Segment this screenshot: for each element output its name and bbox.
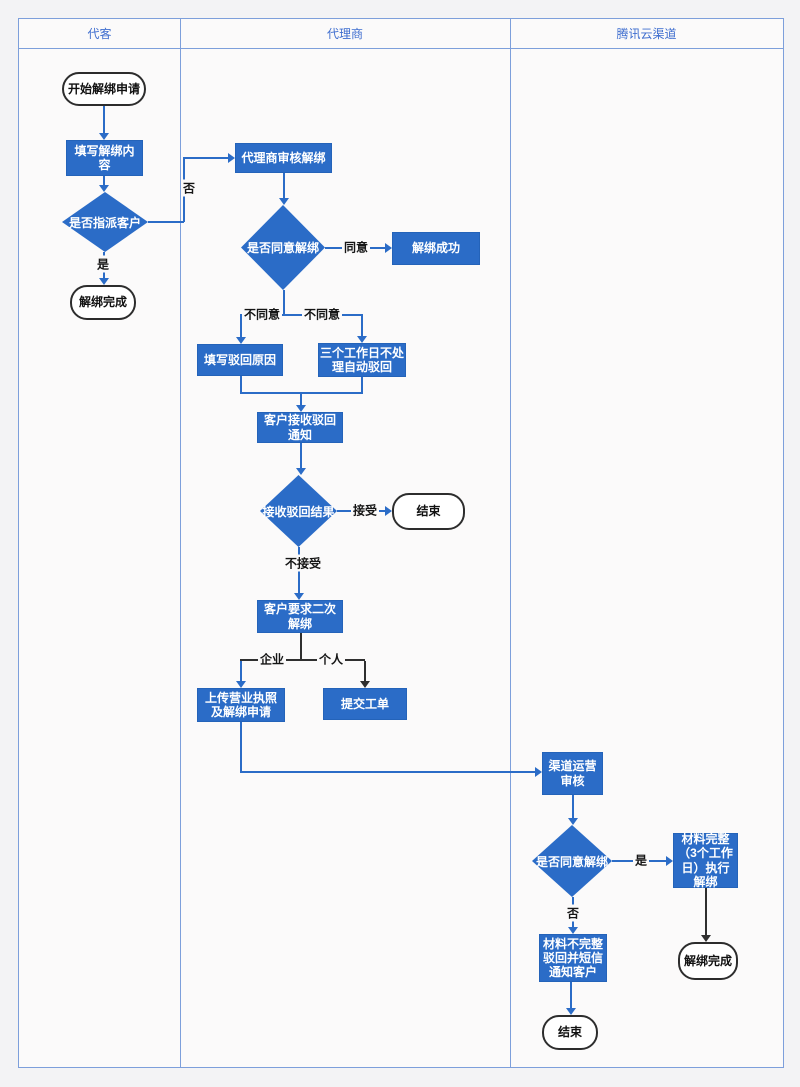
arrowhead [228,153,235,163]
arrowhead [296,405,306,412]
connector-segment [103,176,105,185]
node-reject-reason: 填写驳回原因 [197,344,283,376]
arrowhead [236,337,246,344]
connector-segment [148,221,184,223]
connector-segment [240,314,363,316]
edge-label-not-accept: 不接受 [282,554,324,572]
node-channel-review: 渠道运营 审核 [542,752,603,795]
node-unbind-success: 解绑成功 [392,232,480,265]
lane-header-row [19,19,783,49]
node-unbind-done-channel-lane: 解绑完成 [678,942,738,980]
connector-segment [240,661,242,681]
node-submit-ticket: 提交工单 [323,688,407,720]
edge-label-no-assign: 否 [180,179,198,197]
node-notify-reject: 客户接收驳回 通知 [257,412,343,443]
connector-segment [240,771,535,773]
connector-segment [361,314,363,336]
arrowhead [296,468,306,475]
connector-segment [361,377,363,394]
connector-segment [240,376,242,394]
node-fill-unbind-content: 填写解绑内 容 [66,140,143,176]
arrowhead [568,818,578,825]
arrowhead [279,198,289,205]
diamond-label: 是否同意解绑 [535,854,608,869]
edge-label-personal: 个人 [316,650,346,668]
node-assign-customer-decision: 是否指派客户 [62,192,148,252]
lane-header-tencent-channel: 腾讯云渠道 [616,27,677,41]
connector-segment [300,443,302,468]
arrowhead [385,506,392,516]
arrowhead [357,336,367,343]
swimlane-table: 代客 代理商 腾讯云渠道 [18,18,784,1068]
node-upload-license: 上传营业执照 及解绑申请 [197,688,285,722]
edge-label-no-channel: 否 [564,904,582,922]
edge-label-yes-channel: 是 [632,851,650,869]
edge-label-agree: 同意 [341,238,371,256]
diamond-label: 是否指派客户 [69,215,142,230]
arrowhead [294,593,304,600]
node-exec-unbind: 材料完整 （3个工作 日）执行 解绑 [673,832,738,889]
connector-segment [240,659,365,661]
arrowhead [535,767,542,777]
arrowhead [701,935,711,942]
arrowhead [568,927,578,934]
lane-header-agent: 代理商 [326,27,363,41]
node-agent-review: 代理商审核解绑 [235,143,332,173]
arrowhead [385,243,392,253]
node-second-unbind-request: 客户要求二次 解绑 [257,600,343,633]
arrowhead [99,278,109,285]
connector-segment [364,661,366,681]
diamond-label: 接收驳回结果 [262,504,335,519]
edge-label-disagree-left: 不同意 [241,305,283,323]
connector-segment [240,722,242,772]
arrowhead [236,681,246,688]
node-end-agent-lane: 结束 [392,493,465,530]
arrowhead [566,1008,576,1015]
node-agree-unbind-decision: 是否同意解绑 [241,205,325,290]
node-end-channel-lane: 结束 [542,1015,598,1050]
node-auto-reject: 三个工作日不处 理自动驳回 [318,343,406,377]
lane-header-customer: 代客 [87,27,112,41]
node-receive-result-decision: 接收驳回结果 [260,475,337,547]
edge-label-yes-assign: 是 [94,255,112,273]
connector-segment [283,290,285,315]
diamond-label: 是否同意解绑 [246,241,319,255]
connector-segment [300,633,302,660]
connector-segment [184,157,228,159]
node-start: 开始解绑申请 [62,72,146,106]
connector-segment [103,106,105,134]
node-incomplete-reject: 材料不完整 驳回并短信 通知客户 [539,934,607,982]
edge-label-enterprise: 企业 [257,650,287,668]
arrowhead [360,681,370,688]
connector-segment [283,173,285,198]
node-channel-agree-decision: 是否同意解绑 [532,825,612,897]
node-unbind-done-agent-lane: 解绑完成 [70,285,136,320]
connector-segment [240,314,242,337]
arrowhead [99,133,109,140]
edge-label-accept: 接受 [350,501,380,519]
connector-segment [300,392,302,405]
connector-segment [572,795,574,818]
edge-label-disagree-right: 不同意 [301,305,343,323]
lane-divider-1 [180,19,181,1067]
connector-segment [570,982,572,1008]
arrowhead [99,185,109,192]
lane-divider-2 [510,19,511,1067]
arrowhead [666,856,673,866]
connector-segment [705,888,707,935]
